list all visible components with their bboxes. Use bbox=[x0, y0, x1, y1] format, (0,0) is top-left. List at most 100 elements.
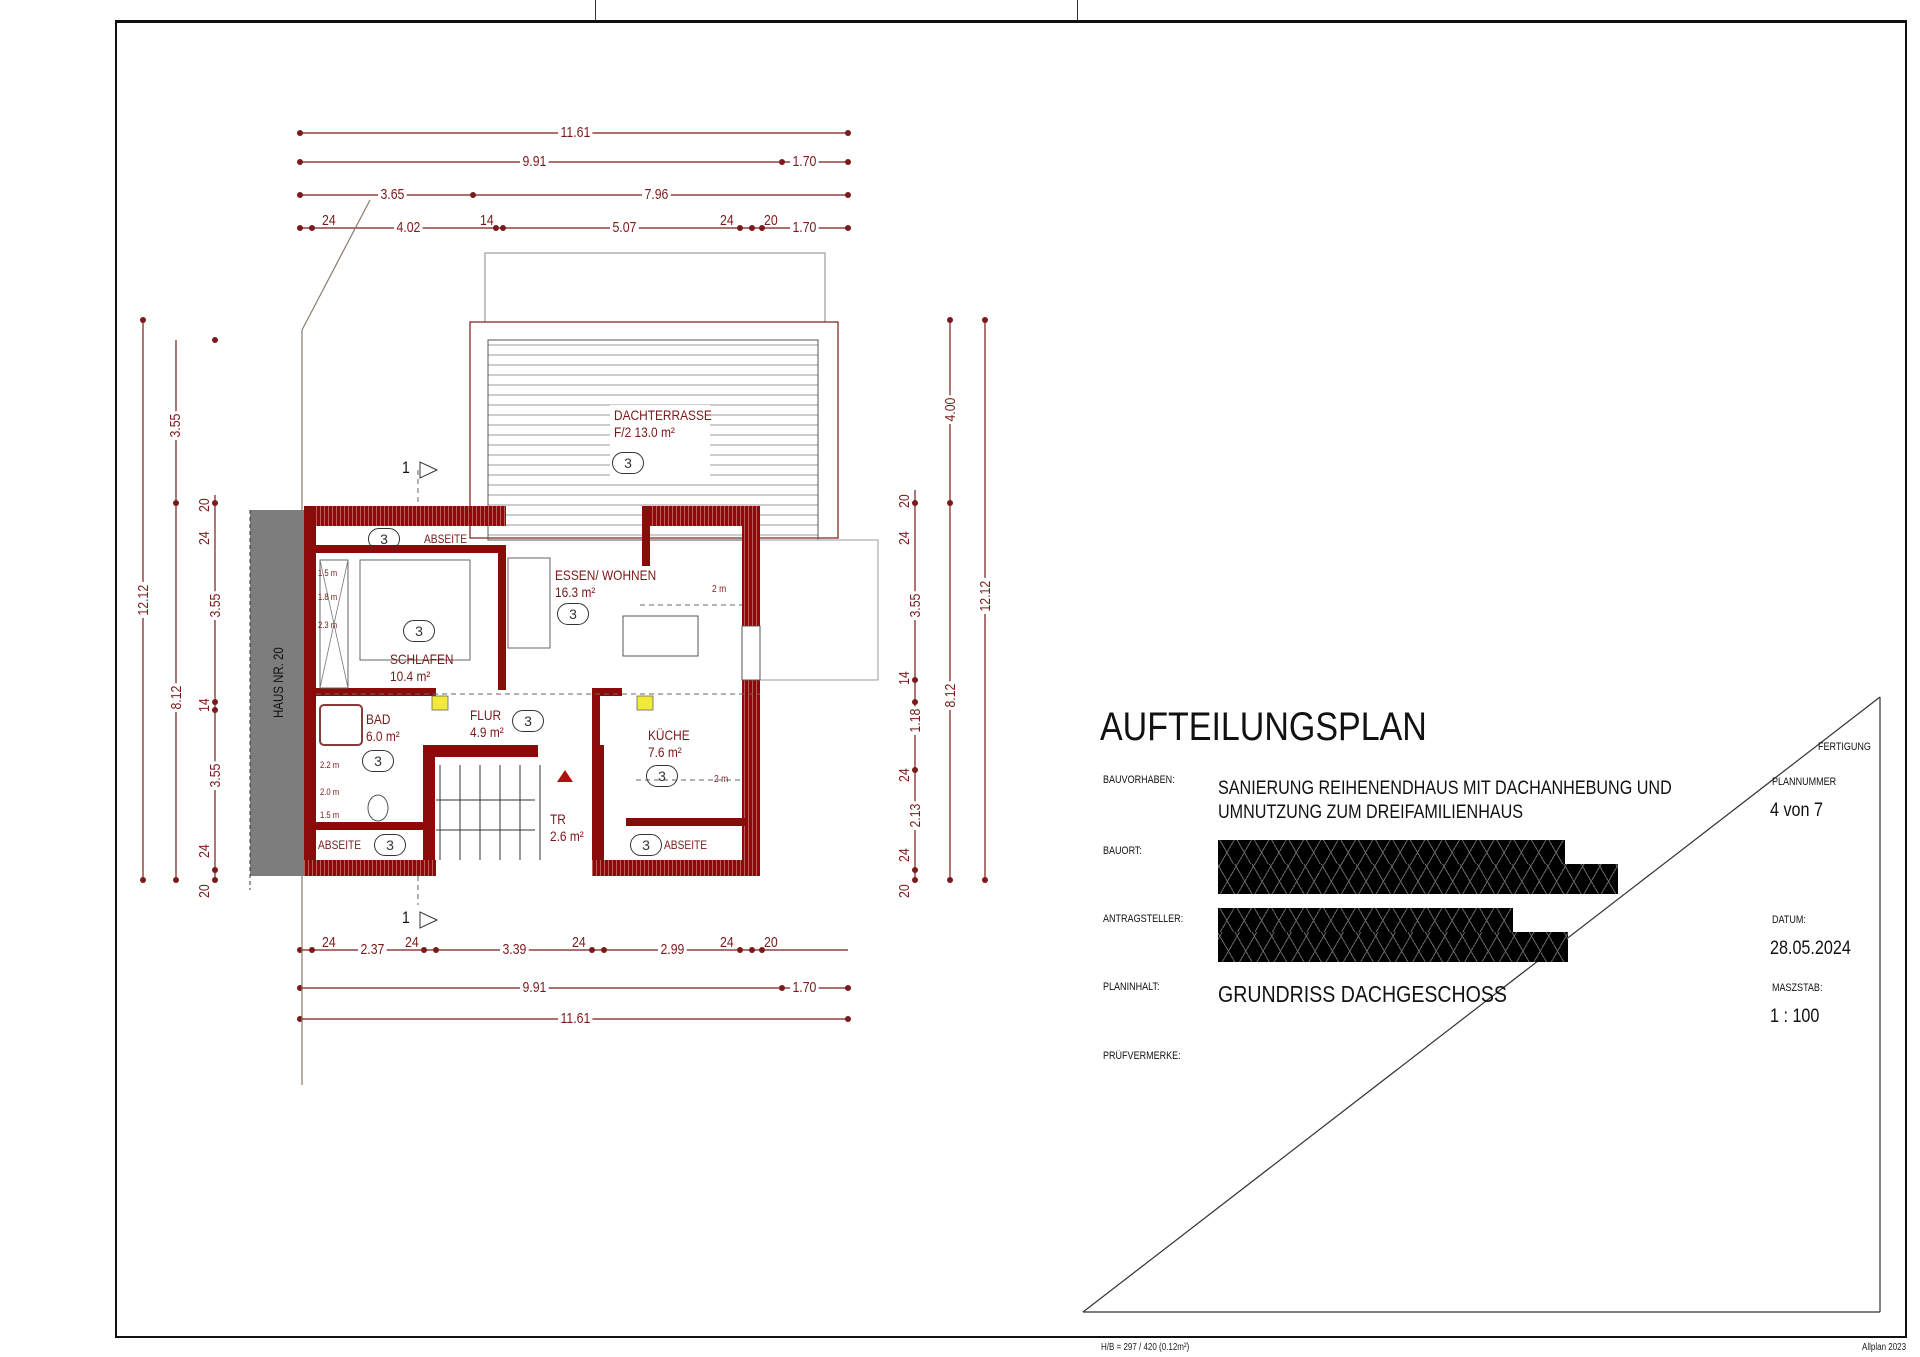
sheet-frame bbox=[115, 20, 1907, 1338]
dim-right-3-55: 3.55 bbox=[907, 591, 924, 620]
dim-top-5-07: 5.07 bbox=[610, 219, 639, 236]
height-mark-bad-c: 1.5 m bbox=[320, 810, 340, 820]
dim-top-9-91: 9.91 bbox=[520, 153, 549, 170]
height-mark-bad-b: 2.0 m bbox=[320, 787, 340, 797]
room-tr-name: TR bbox=[550, 811, 566, 827]
room-tr-area: 2.6 m² bbox=[550, 828, 584, 844]
dim-right-1-18: 1.18 bbox=[907, 706, 924, 735]
dim-bot-24c: 24 bbox=[572, 934, 586, 951]
dim-right-2-13: 2.13 bbox=[907, 801, 924, 830]
unit-tag: 3 bbox=[403, 620, 435, 642]
section-marker-bottom: 1 bbox=[402, 908, 410, 927]
dim-right-20b: 20 bbox=[896, 884, 913, 898]
redacted-antragsteller bbox=[1218, 932, 1568, 962]
dim-right-24c: 24 bbox=[896, 848, 913, 862]
dim-top-1-70: 1.70 bbox=[790, 153, 819, 170]
dim-left-24b: 24 bbox=[196, 844, 213, 858]
dim-left-3-55a: 3.55 bbox=[167, 411, 184, 440]
dim-top-4-02: 4.02 bbox=[394, 219, 423, 236]
dim-top-14: 14 bbox=[480, 212, 494, 229]
massstab-label: MASZSTAB: bbox=[1772, 982, 1823, 994]
redacted-bauort bbox=[1218, 864, 1618, 894]
dim-bot-24a: 24 bbox=[322, 934, 336, 951]
room-dachterrasse-area: F/2 13.0 m² bbox=[614, 424, 675, 440]
dim-bot-total: 11.61 bbox=[558, 1010, 593, 1027]
dim-bot-20: 20 bbox=[764, 934, 778, 951]
room-bad-area: 6.0 m² bbox=[366, 728, 400, 744]
unit-tag: 3 bbox=[557, 603, 589, 625]
bauvorhaben-line1: SANIERUNG REIHENENDHAUS MIT DACHANHEBUNG… bbox=[1218, 778, 1672, 799]
room-dachterrasse-name: DACHTERRASSE bbox=[614, 407, 712, 423]
datum-value: 28.05.2024 bbox=[1770, 938, 1851, 959]
neighbor-house-label: HAUS NR. 20 bbox=[270, 647, 286, 718]
room-flur-area: 4.9 m² bbox=[470, 724, 504, 740]
dim-top-3-65: 3.65 bbox=[378, 186, 407, 203]
room-flur-name: FLUR bbox=[470, 707, 502, 723]
dim-left-20a: 20 bbox=[196, 498, 213, 512]
unit-tag: 3 bbox=[362, 750, 394, 772]
dim-right-14: 14 bbox=[896, 671, 913, 685]
room-essen-name: ESSEN/ WOHNEN bbox=[555, 567, 657, 583]
dim-top-24b: 24 bbox=[720, 212, 734, 229]
height-mark-kueche: 2 m bbox=[714, 774, 729, 785]
height-mark-bad-a: 2.2 m bbox=[320, 760, 340, 770]
height-mark-schlafen-b: 1.8 m bbox=[318, 592, 338, 602]
datum-label: DATUM: bbox=[1772, 914, 1806, 926]
dim-bot-24d: 24 bbox=[720, 934, 734, 951]
unit-tag: 3 bbox=[630, 834, 662, 856]
dim-bot-9-91: 9.91 bbox=[520, 979, 549, 996]
room-essen-area: 16.3 m² bbox=[555, 584, 596, 600]
room-abseite-bl-name: ABSEITE bbox=[318, 838, 362, 852]
planinhalt-label: PLANINHALT: bbox=[1103, 981, 1160, 993]
unit-tag: 3 bbox=[368, 528, 400, 550]
bauvorhaben-line2: UMNUTZUNG ZUM DREIFAMILIENHAUS bbox=[1218, 802, 1524, 823]
dim-left-3-55b: 3.55 bbox=[207, 591, 224, 620]
bauort-label: BAUORT: bbox=[1103, 845, 1142, 857]
dim-bot-2-99: 2.99 bbox=[658, 941, 687, 958]
height-mark-schlafen-c: 2.3 m bbox=[318, 620, 338, 630]
unit-tag: 3 bbox=[646, 765, 678, 787]
dim-top-7-96: 7.96 bbox=[642, 186, 671, 203]
height-mark-essen: 2 m bbox=[712, 584, 727, 595]
fertigung-label: FERTIGUNG bbox=[1818, 741, 1871, 753]
dim-right-24b: 24 bbox=[896, 768, 913, 782]
dim-left-24a: 24 bbox=[196, 531, 213, 545]
dim-top-1-70b: 1.70 bbox=[790, 219, 819, 236]
dim-top-total: 11.61 bbox=[558, 124, 593, 141]
software-label: Allplan 2023 bbox=[1862, 1342, 1907, 1353]
dim-left-14: 14 bbox=[196, 698, 213, 712]
unit-tag: 3 bbox=[612, 452, 644, 474]
dim-left-3-55c: 3.55 bbox=[207, 761, 224, 790]
planinhalt-value: GRUNDRISS DACHGESCHOSS bbox=[1218, 981, 1507, 1007]
dim-left-middle: 8.12 bbox=[168, 683, 185, 712]
room-schlafen-area: 10.4 m² bbox=[390, 668, 431, 684]
dim-top-20: 20 bbox=[764, 212, 778, 229]
sheet-fold-mark bbox=[1077, 0, 1078, 22]
section-marker-top: 1 bbox=[402, 458, 410, 477]
room-abseite-br-name: ABSEITE bbox=[664, 838, 708, 852]
dim-top-24a: 24 bbox=[322, 212, 336, 229]
plannummer-label: PLANNUMMER bbox=[1772, 776, 1837, 788]
dim-right-4-00: 4.00 bbox=[942, 395, 959, 424]
dim-bot-2-37: 2.37 bbox=[358, 941, 387, 958]
redacted-antragsteller bbox=[1218, 908, 1513, 934]
room-kueche-area: 7.6 m² bbox=[648, 744, 682, 760]
dim-bot-1-70: 1.70 bbox=[790, 979, 819, 996]
sheet-format: H/B = 297 / 420 (0.12m²) bbox=[1101, 1342, 1190, 1353]
dim-right-20a: 20 bbox=[896, 494, 913, 508]
dim-left-20b: 20 bbox=[196, 884, 213, 898]
dim-right-outer: 12.12 bbox=[977, 578, 994, 614]
dim-right-8-12: 8.12 bbox=[942, 681, 959, 710]
antragsteller-label: ANTRAGSTELLER: bbox=[1103, 913, 1184, 925]
pruefvermerke-label: PRÜFVERMERKE: bbox=[1103, 1050, 1181, 1062]
room-schlafen-name: SCHLAFEN bbox=[390, 651, 454, 667]
massstab-value: 1 : 100 bbox=[1770, 1006, 1820, 1027]
dim-bot-3-39: 3.39 bbox=[500, 941, 529, 958]
dim-right-24a: 24 bbox=[896, 531, 913, 545]
dim-left-outer: 12.12 bbox=[135, 582, 152, 618]
sheet-fold-mark bbox=[595, 0, 596, 22]
room-kueche-name: KÜCHE bbox=[648, 727, 690, 743]
plannummer-value: 4 von 7 bbox=[1770, 800, 1823, 821]
bauvorhaben-label: BAUVORHABEN: bbox=[1103, 774, 1175, 786]
